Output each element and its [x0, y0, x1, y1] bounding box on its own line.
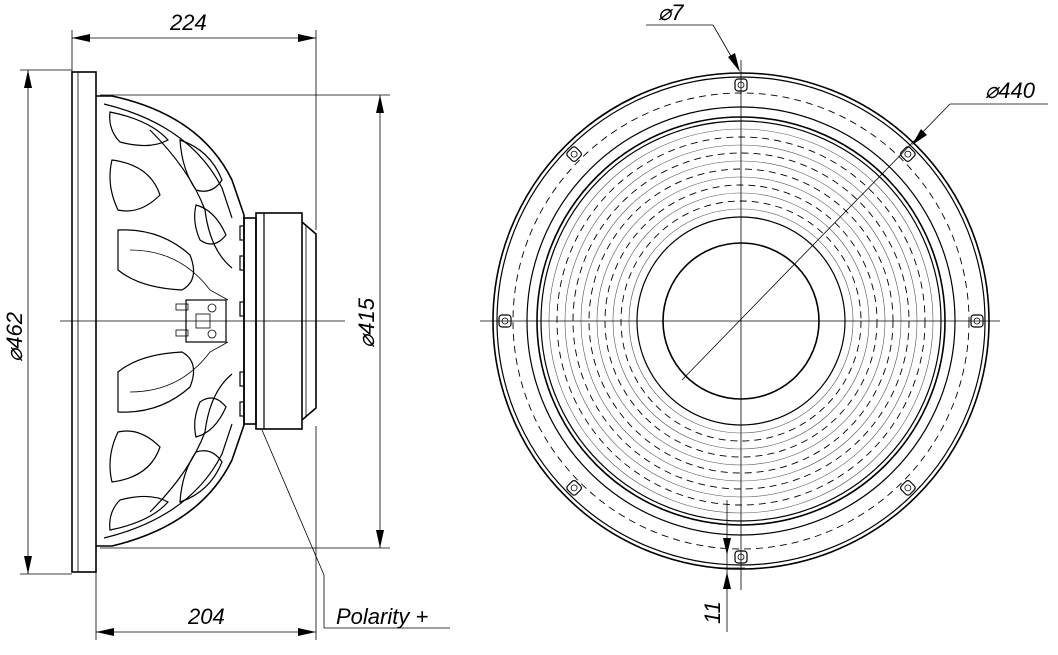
- side-basket-window: [109, 111, 169, 147]
- side-dimensions: 224 204 ⌀462 ⌀415 Polarity +: [2, 10, 450, 640]
- dim-depth-frame: 204: [187, 604, 225, 629]
- side-flange: [71, 71, 97, 573]
- dim-depth-total: 224: [169, 10, 207, 35]
- dim-outer-diameter: ⌀462: [2, 312, 27, 362]
- mounting-hole: [900, 480, 916, 496]
- mounting-hole: [566, 146, 582, 162]
- dim-hole-diameter: ⌀7: [658, 0, 684, 25]
- dim-inner-diameter: ⌀415: [354, 297, 379, 348]
- dim-bolt-circle: ⌀440: [985, 78, 1036, 103]
- dim-flange-thickness: 11: [700, 601, 725, 624]
- front-dimensions: ⌀7 ⌀440 11: [646, 0, 1048, 632]
- front-view: [480, 60, 1000, 590]
- mounting-hole: [566, 480, 582, 496]
- side-view: [60, 71, 345, 573]
- polarity-label: Polarity +: [336, 604, 428, 629]
- mounting-hole: [900, 146, 916, 162]
